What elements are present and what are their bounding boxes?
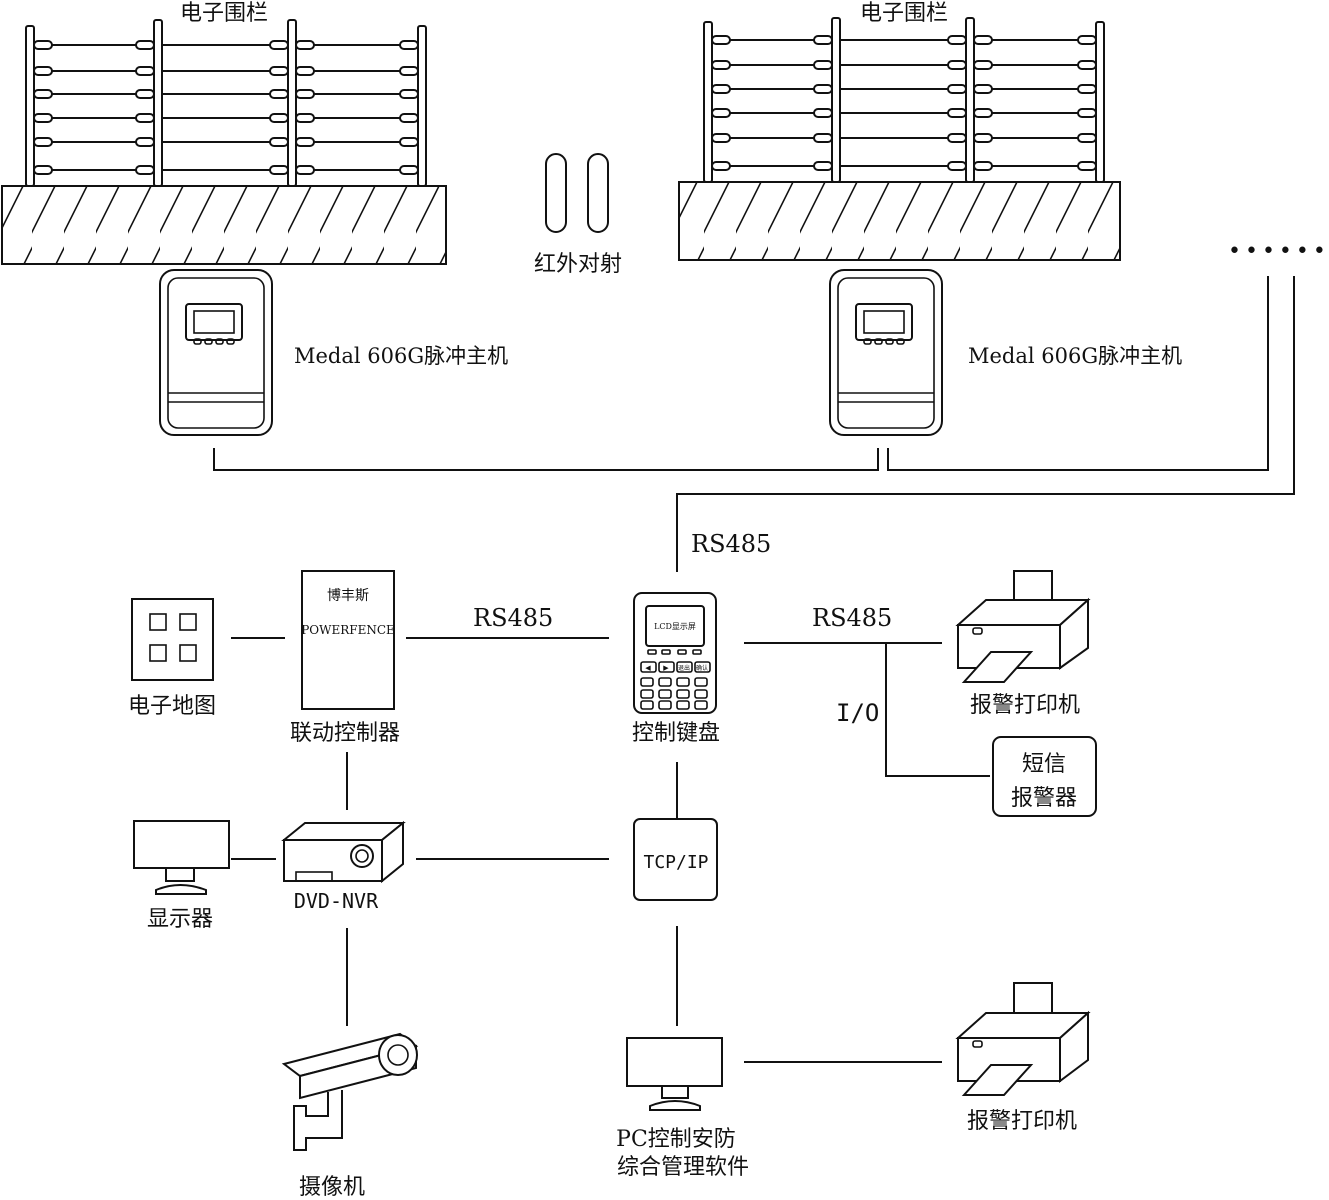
electric-fence-right: 电子围栏 xyxy=(678,1,1121,261)
linkage-controller-label: 联动控制器 xyxy=(290,721,400,746)
alarm-printer-bottom: 报警打印机 xyxy=(955,982,1091,1134)
link-io-sms xyxy=(885,643,990,777)
control-keyboard: LCD显示屏 ◀ ▶ 退出 确认 控制键 xyxy=(632,592,720,746)
pc-label-line2: 综合管理软件 xyxy=(617,1155,749,1180)
fence-left-label: 电子围栏 xyxy=(180,1,268,26)
tcpip-label: TCP/IP xyxy=(643,852,708,873)
fence-right-posts xyxy=(703,17,1105,183)
rs485-linkage-label: RS485 xyxy=(473,604,553,632)
pulse-host-left-screen xyxy=(185,303,243,341)
electric-fence-left: 电子围栏 xyxy=(1,1,447,265)
pulse-host-left-label: Medal 606G脉冲主机 xyxy=(294,344,508,368)
monitor-label: 显示器 xyxy=(147,907,213,932)
linkage-controller-model: POWERFENCE xyxy=(301,623,395,637)
control-keyboard-label: 控制键盘 xyxy=(632,721,720,746)
infrared-emitter-icon xyxy=(545,153,567,233)
linkage-controller-brand: 博丰斯 xyxy=(327,587,369,604)
sms-alarm-line2: 报警器 xyxy=(1011,786,1077,811)
pulse-host-right: Medal 606G脉冲主机 xyxy=(829,269,1182,436)
pulse-host-left: Medal 606G脉冲主机 xyxy=(159,269,508,436)
keyboard-number-keys xyxy=(640,677,708,710)
key-left: ◀ xyxy=(645,664,651,672)
camera-icon: 摄像机 xyxy=(281,1032,419,1200)
keyboard-lcd-label: LCD显示屏 xyxy=(654,622,696,631)
rs485-printer-label: RS485 xyxy=(812,604,892,632)
fence-right-wall-base xyxy=(678,181,1121,261)
monitor: 显示器 xyxy=(133,820,230,932)
pulse-host-right-label: Medal 606G脉冲主机 xyxy=(968,344,1182,368)
infrared-receiver-icon xyxy=(587,153,609,233)
pc-label-line1: PC控制安防 xyxy=(616,1127,736,1152)
key-confirm: 确认 xyxy=(696,664,708,672)
fence-left-insulators xyxy=(33,40,419,175)
sms-alarm: 短信 报警器 xyxy=(992,736,1097,817)
keyboard-lcd-screen xyxy=(645,605,705,647)
sms-alarm-line1: 短信 xyxy=(1022,752,1066,777)
alarm-printer-top: 报警打印机 xyxy=(955,570,1091,718)
electronic-map: 电子地图 xyxy=(128,598,216,719)
linkage-controller: 博丰斯 POWERFENCE 联动控制器 xyxy=(290,570,400,746)
fence-left-posts xyxy=(25,19,427,187)
fence-right-wires xyxy=(708,39,1098,167)
io-label: I/O xyxy=(836,699,879,727)
more-devices-ellipsis: •••••• xyxy=(1228,239,1329,264)
keyboard-function-keys: ◀ ▶ 退出 确认 xyxy=(640,661,711,673)
fence-left-wall-base xyxy=(1,185,447,265)
key-exit: 退出 xyxy=(678,664,690,672)
dvd-nvr: DVD-NVR xyxy=(281,820,406,913)
infrared-beam: 红外对射 xyxy=(534,153,622,277)
fence-right-label: 电子围栏 xyxy=(860,1,948,26)
fence-left-wires xyxy=(30,44,420,171)
dvd-nvr-label: DVD-NVR xyxy=(294,889,379,913)
infrared-label: 红外对射 xyxy=(534,252,622,277)
alarm-printer-bottom-label: 报警打印机 xyxy=(967,1109,1077,1134)
electronic-map-label: 电子地图 xyxy=(128,694,216,719)
pc-workstation: PC控制安防 综合管理软件 xyxy=(616,1037,749,1180)
rs485-bus-label: RS485 xyxy=(691,530,771,558)
fence-right-insulators xyxy=(711,35,1097,171)
rs485-bus-wiring xyxy=(213,276,1295,572)
alarm-printer-top-label: 报警打印机 xyxy=(970,693,1080,718)
pulse-host-right-screen xyxy=(855,303,913,341)
tcpip-box: TCP/IP xyxy=(633,818,718,901)
camera-label: 摄像机 xyxy=(299,1175,365,1200)
key-right: ▶ xyxy=(663,664,669,672)
